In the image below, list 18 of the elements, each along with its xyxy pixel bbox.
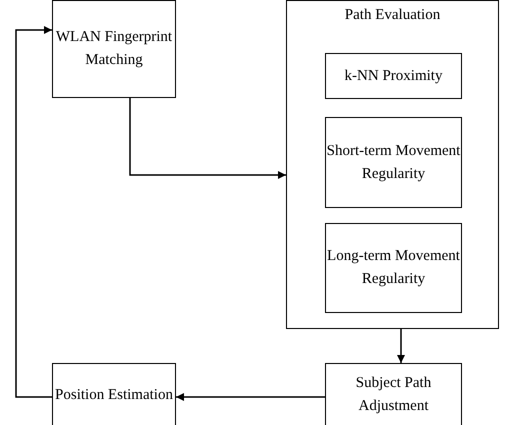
box-label: Short-term Movement Regularity <box>326 142 461 184</box>
box-label: Subject Path Adjustment <box>354 374 432 416</box>
box-label: WLAN Fingerprint Matching <box>54 28 174 70</box>
box-label: Position Estimation <box>55 386 173 404</box>
arrow <box>15 26 52 398</box>
arrow <box>129 98 286 179</box>
group-box <box>286 0 499 329</box>
process-box <box>325 117 462 208</box>
process-box <box>325 53 462 99</box>
process-box <box>325 223 462 313</box>
process-box <box>52 363 176 425</box>
arrow <box>397 329 405 363</box>
process-box <box>52 0 176 98</box>
group-title: Path Evaluation <box>344 6 442 25</box>
process-box <box>325 363 462 425</box>
box-label: k-NN Proximity <box>344 66 442 86</box>
box-label: Long-term Movement Regularity <box>326 247 461 289</box>
arrow <box>176 393 325 401</box>
